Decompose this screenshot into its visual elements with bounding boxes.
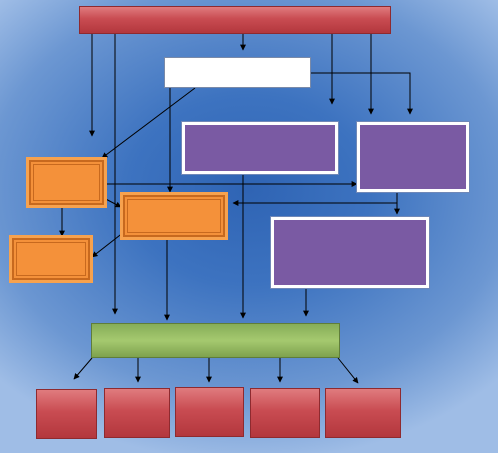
bottom-box-5: [325, 388, 401, 438]
edge-white-to-right: [311, 72, 413, 115]
bottom-box-4: [250, 388, 320, 438]
purple-box-left: [182, 122, 338, 174]
top-bar: [79, 6, 391, 34]
edge-white-to-orange-1: [101, 87, 196, 159]
edge-orange-2-to-orange-3: [91, 231, 125, 258]
bottom-box-3: [175, 387, 244, 437]
orange-box-1: [26, 157, 107, 208]
edge-green-to-bottom-1: [73, 357, 93, 380]
bottom-box-1: [36, 389, 97, 439]
purple-box-lower: [271, 217, 429, 288]
white-box: [164, 57, 311, 88]
orange-box-2: [120, 192, 228, 240]
orange-box-3: [9, 235, 93, 283]
purple-box-right: [357, 122, 469, 192]
edge-green-to-bottom-5: [337, 357, 359, 384]
green-bar: [91, 323, 340, 358]
bottom-box-2: [104, 388, 170, 438]
